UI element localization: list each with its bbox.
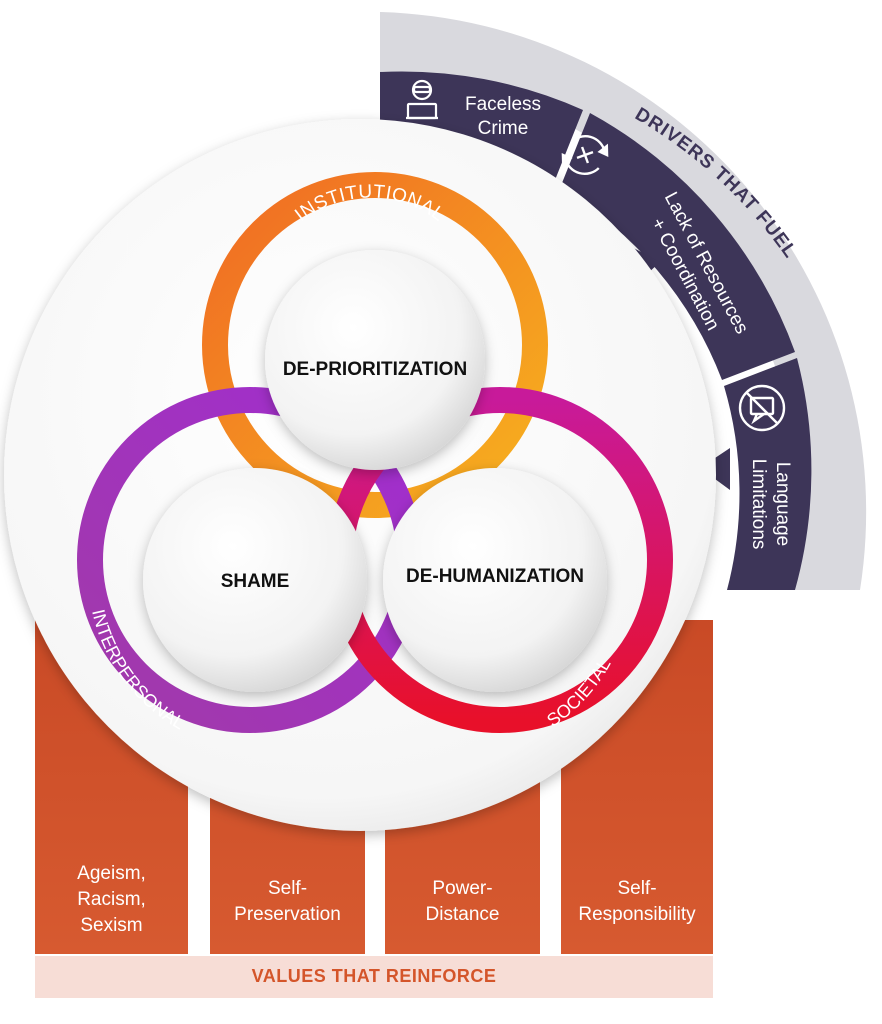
pillar-label-2: Self- Preservation xyxy=(234,878,341,925)
driver-segment-faceless xyxy=(380,71,583,185)
pillar-label-1: Ageism, Racism, Sexism xyxy=(77,863,146,936)
bubble-shame xyxy=(143,468,367,692)
values-title: VALUES THAT REINFORCE xyxy=(251,966,497,986)
bubble-label-deprioritization: DE-PRIORITIZATION xyxy=(282,359,468,380)
bubble-dehumanization xyxy=(383,468,607,692)
bubble-deprioritization xyxy=(265,250,485,470)
bubble-label-dehumanization: DE-HUMANIZATION xyxy=(405,566,584,587)
no-chat-icon xyxy=(738,384,786,432)
hacker-laptop-icon xyxy=(406,79,438,120)
driver-label-faceless: Faceless Crime xyxy=(464,94,542,139)
bubble-label-shame: SHAME xyxy=(220,571,290,592)
driver-segment-language xyxy=(724,358,812,590)
pillar-label-4: Self- Responsibility xyxy=(578,878,696,925)
pillar-label-3: Power- Distance xyxy=(425,878,500,925)
ring-institutional xyxy=(202,172,548,518)
driver-segment-resources xyxy=(560,113,795,380)
values-bar: VALUES THAT REINFORCE xyxy=(35,956,713,998)
driver-label-language: Language Limitations xyxy=(748,458,793,550)
refresh-cross-icon xyxy=(561,135,609,175)
